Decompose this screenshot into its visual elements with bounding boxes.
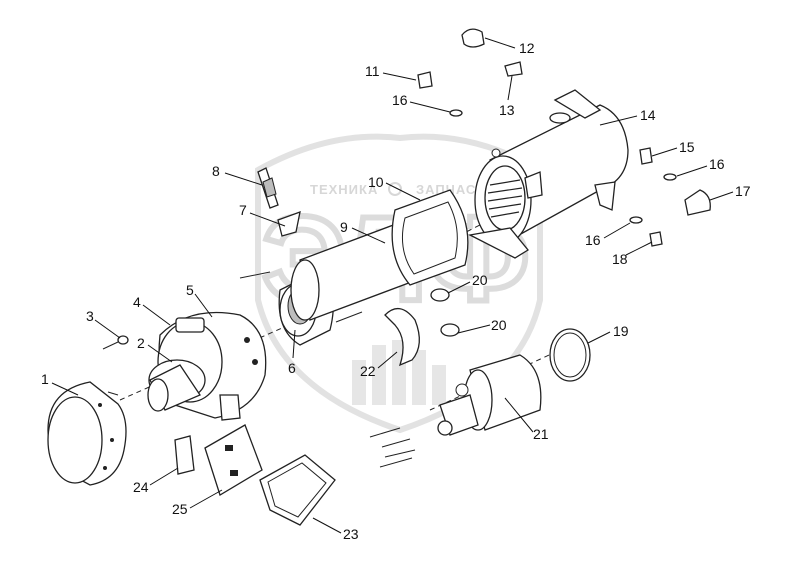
callout-10: 10 <box>368 174 384 190</box>
part-15-screw <box>639 147 653 165</box>
part-3-screw <box>102 335 129 396</box>
part-11-nut <box>417 71 433 89</box>
part-1-end-cover <box>47 381 127 486</box>
callout-8: 8 <box>212 163 220 179</box>
watermark-shield-shape <box>255 133 543 434</box>
part-16-washers <box>449 109 677 224</box>
callout-20b: 20 <box>491 317 507 333</box>
part-20-clamps <box>430 288 460 337</box>
callout-20a: 20 <box>472 272 488 288</box>
callout-24: 24 <box>133 479 149 495</box>
callout-16b: 16 <box>709 156 725 172</box>
pump-axis <box>429 349 561 411</box>
callout-6: 6 <box>288 360 296 376</box>
callout-17: 17 <box>735 183 751 199</box>
callout-2: 2 <box>137 335 145 351</box>
callout-25: 25 <box>172 501 188 517</box>
part-18-plug <box>649 231 663 247</box>
part-10-gasket <box>391 189 469 286</box>
part-17-nozzle <box>684 189 711 216</box>
callout-18: 18 <box>612 251 628 267</box>
part-25-plate <box>204 424 263 496</box>
callout-9: 9 <box>340 219 348 235</box>
callout-22: 22 <box>360 363 376 379</box>
callout-labels: 1 2 3 4 5 6 7 8 9 10 11 12 13 14 15 16 1… <box>41 40 751 542</box>
callout-19: 19 <box>613 323 629 339</box>
part-22-hose <box>384 308 420 367</box>
part-21-pump <box>437 354 542 436</box>
callout-7: 7 <box>239 202 247 218</box>
callout-5: 5 <box>186 282 194 298</box>
part-8-glow-plug <box>257 167 279 209</box>
part-23-control-unit <box>259 454 336 526</box>
leader-lines <box>51 37 734 534</box>
callout-16c: 16 <box>585 232 601 248</box>
part-12-cap <box>461 28 485 48</box>
gear-icon <box>388 182 402 196</box>
callout-4: 4 <box>133 294 141 310</box>
callout-16a: 16 <box>392 92 408 108</box>
callout-12: 12 <box>519 40 535 56</box>
part-19-clamp-ring <box>549 328 591 382</box>
part-24-sensor <box>174 435 195 475</box>
callout-21: 21 <box>533 426 549 442</box>
watermark-text-left: ТЕХНИКА <box>310 182 378 197</box>
mounting-bolts <box>239 271 416 468</box>
callout-13: 13 <box>499 102 515 118</box>
callout-1: 1 <box>41 371 49 387</box>
callout-23: 23 <box>343 526 359 542</box>
part-14-heat-exchanger <box>467 89 629 259</box>
callout-14: 14 <box>640 107 656 123</box>
callout-15: 15 <box>679 139 695 155</box>
callout-3: 3 <box>86 308 94 324</box>
part-2-4-5-blower-assembly <box>147 311 267 421</box>
part-13-clip <box>504 61 523 77</box>
callout-11: 11 <box>365 63 380 79</box>
part-7-bracket <box>277 210 301 237</box>
assembly-axis-left <box>119 319 301 401</box>
